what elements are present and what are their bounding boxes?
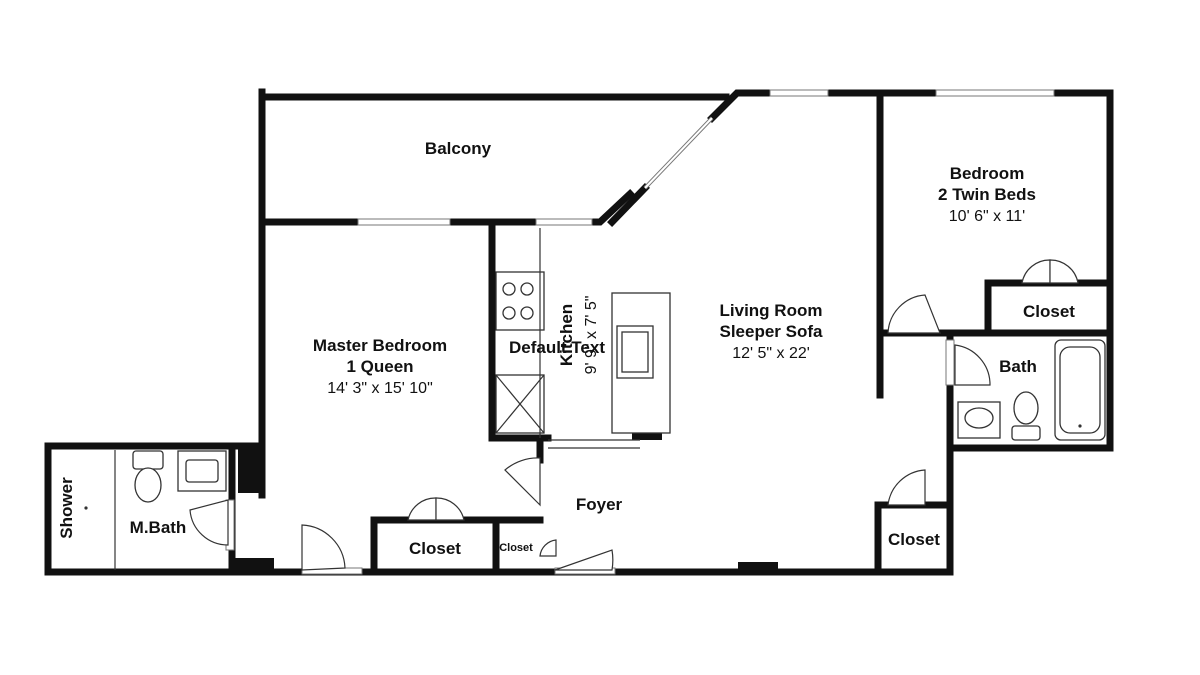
- master-bedroom-size: 14' 3" x 15' 10": [327, 380, 433, 397]
- burner-icon: [502, 282, 516, 296]
- wall-block: [632, 430, 662, 440]
- master-closet-label: Closet: [409, 539, 461, 558]
- wall-block: [738, 562, 778, 572]
- doors: [189, 259, 1079, 571]
- master-bath-fixtures: [84, 450, 227, 570]
- bedroom-label: Bedroom 2 Twin Beds 10' 6" x 11': [938, 164, 1036, 225]
- toilet-icon: [1011, 425, 1041, 441]
- shower-label: Shower: [57, 477, 76, 539]
- kitchen-label: Default Text Kitchen 9' 9" x 7' 5": [509, 296, 605, 375]
- master-bath-label: M.Bath: [130, 518, 187, 537]
- master-bedroom-bed: 1 Queen: [346, 357, 413, 376]
- wall-block: [238, 448, 262, 493]
- kitchen-overlay-text: Default Text: [509, 338, 605, 357]
- master-bedroom-label: Master Bedroom 1 Queen 14' 3" x 15' 10": [313, 336, 447, 397]
- living-room-size: 12' 5" x 22': [732, 345, 810, 362]
- living-closet-label: Closet: [888, 530, 940, 549]
- windows: [225, 89, 1055, 575]
- kitchen-size: 9' 9" x 7' 5": [583, 296, 600, 375]
- bath-fixtures: [957, 339, 1106, 441]
- kitchen-name: Kitchen: [557, 304, 576, 366]
- master-toilet-icon: [132, 450, 164, 470]
- bath-label: Bath: [999, 357, 1037, 376]
- living-room-name: Living Room: [720, 301, 823, 320]
- master-bedroom-name: Master Bedroom: [313, 336, 447, 355]
- bedroom-name: Bedroom: [950, 164, 1025, 183]
- foyer-label: Foyer: [576, 495, 623, 514]
- burner-icon: [520, 306, 534, 320]
- living-room-bed: Sleeper Sofa: [720, 322, 824, 341]
- burner-icon: [520, 282, 534, 296]
- bedroom-bed: 2 Twin Beds: [938, 185, 1036, 204]
- bedroom-size: 10' 6" x 11': [949, 208, 1025, 225]
- living-room-label: Living Room Sleeper Sofa 12' 5" x 22': [720, 301, 824, 362]
- balcony-label: Balcony: [425, 139, 492, 158]
- bedroom-closet-label: Closet: [1023, 302, 1075, 321]
- wall-block: [232, 558, 274, 572]
- kitchen-fixtures: [495, 228, 671, 449]
- small-closet-label: Closet: [499, 542, 533, 554]
- burner-icon: [502, 306, 516, 320]
